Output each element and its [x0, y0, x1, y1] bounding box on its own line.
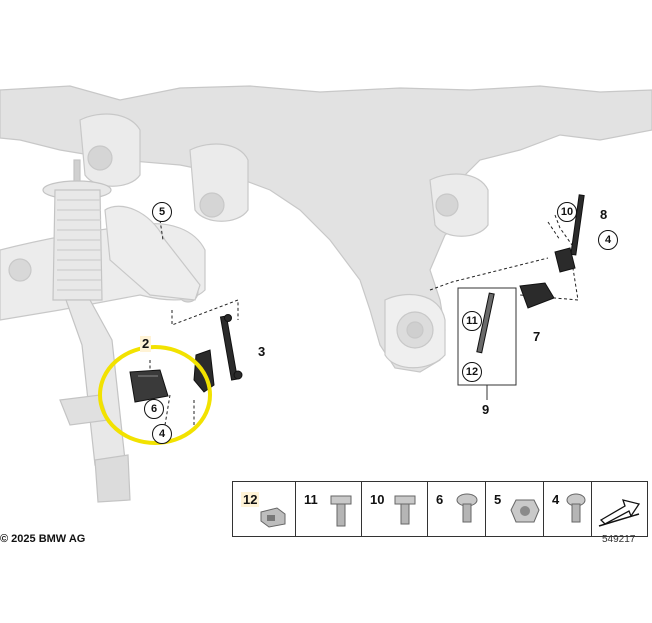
copyright-text: © 2025 BMW AG: [0, 533, 86, 545]
legend-item-5[interactable]: 5: [485, 482, 544, 536]
hex-bolt-icon: [330, 495, 352, 527]
callout-12[interactable]: 12: [462, 362, 482, 382]
legend-direction: [591, 482, 648, 536]
highlight-circle: [98, 345, 212, 445]
legend-number: 12: [241, 492, 260, 507]
hex-bolt-icon: [394, 495, 416, 525]
callout-4-right[interactable]: 4: [598, 230, 618, 250]
callout-6[interactable]: 6: [144, 399, 164, 419]
callout-7[interactable]: 7: [533, 329, 541, 344]
callout-9[interactable]: 9: [482, 402, 490, 417]
legend-number: 6: [436, 492, 444, 507]
diagram-number: 549217: [602, 534, 636, 545]
upper-control-arm-illustration: [104, 205, 201, 301]
connector-plug-icon: [260, 507, 286, 528]
legend-number: 10: [370, 492, 385, 507]
sensor-parts: [129, 194, 585, 403]
legend-item-4[interactable]: 4: [543, 482, 592, 536]
legend-number: 4: [552, 492, 560, 507]
callout-10[interactable]: 10: [557, 202, 577, 222]
callout-2[interactable]: 2: [140, 336, 152, 352]
callout-11[interactable]: 11: [462, 311, 482, 331]
legend-item-10[interactable]: 10: [361, 482, 428, 536]
legend-number: 11: [304, 492, 318, 507]
fastener-legend: 12 11 10 6: [232, 481, 648, 537]
hex-nut-icon: [510, 499, 540, 523]
legend-item-6[interactable]: 6: [427, 482, 486, 536]
callout-5[interactable]: 5: [152, 202, 172, 222]
callout-8[interactable]: 8: [600, 207, 608, 222]
legend-item-12[interactable]: 12: [233, 482, 295, 536]
torx-screw-icon: [566, 493, 586, 523]
front-direction-arrow-icon: [598, 499, 641, 527]
callout-3[interactable]: 3: [258, 344, 266, 359]
torx-screw-icon: [456, 493, 478, 523]
legend-number: 5: [494, 492, 502, 507]
legend-item-11[interactable]: 11: [295, 482, 362, 536]
callout-4-left[interactable]: 4: [152, 424, 172, 444]
